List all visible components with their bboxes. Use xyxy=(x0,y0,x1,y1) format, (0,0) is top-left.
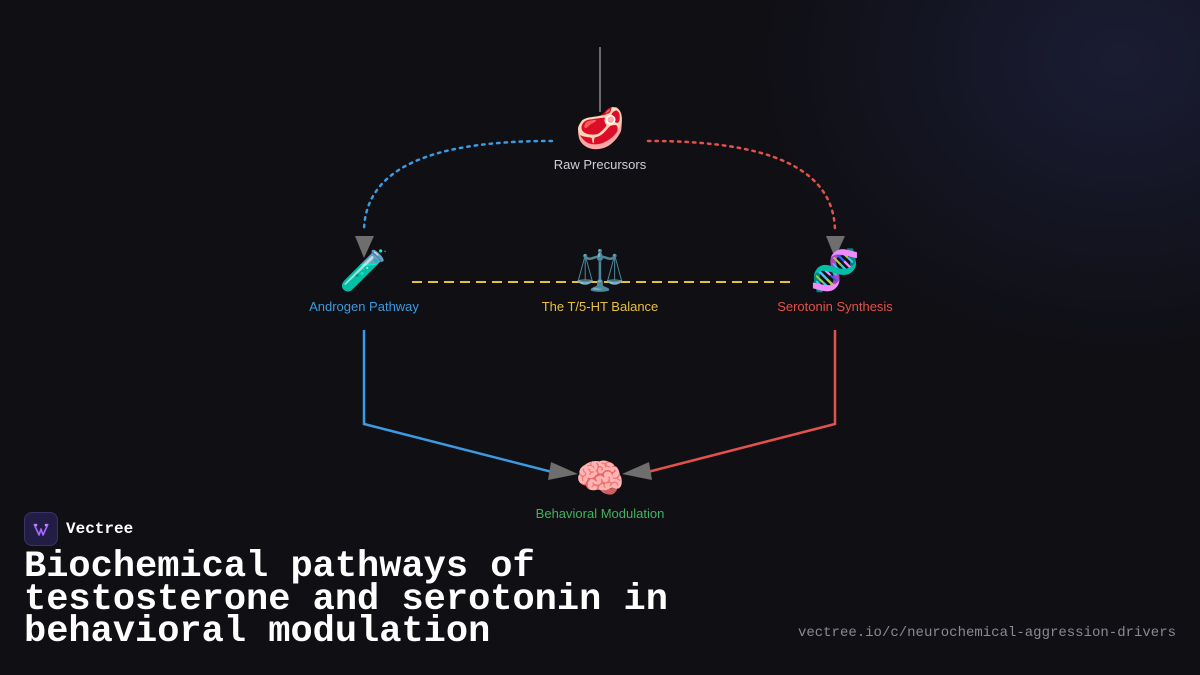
node-label-serotonin: Serotonin Synthesis xyxy=(777,299,893,314)
test-tube-icon: 🧪 xyxy=(339,248,389,294)
brand-name: Vectree xyxy=(66,520,134,538)
edge-precursors-serotonin xyxy=(646,139,837,234)
node-label-balance: The T/5-HT Balance xyxy=(542,299,659,314)
edge-androgen-behavior xyxy=(362,330,561,476)
source-url[interactable]: vectree.io/c/neurochemical-aggression-dr… xyxy=(797,625,1176,641)
node-label-androgen: Androgen Pathway xyxy=(309,299,419,314)
edge-serotonin-behavior xyxy=(639,330,837,476)
balance-scale-icon: ⚖️ xyxy=(575,247,625,294)
meat-icon: 🥩 xyxy=(575,105,625,152)
edge-precursors-androgen xyxy=(362,139,554,234)
arrowhead-androgen xyxy=(355,236,374,258)
node-label-precursors: Raw Precursors xyxy=(554,157,647,172)
dna-icon: 🧬 xyxy=(810,246,860,294)
brain-icon: 🧠 xyxy=(575,456,625,502)
arrowhead-behavior-right xyxy=(622,462,652,480)
brand: Vectree xyxy=(24,512,133,546)
arrowhead-serotonin xyxy=(826,236,845,258)
node-label-behavior: Behavioral Modulation xyxy=(536,506,665,521)
vectree-logo-icon xyxy=(24,512,58,546)
arrowhead-behavior-left xyxy=(548,462,578,480)
page-title: Biochemical pathways of testosterone and… xyxy=(24,546,668,653)
